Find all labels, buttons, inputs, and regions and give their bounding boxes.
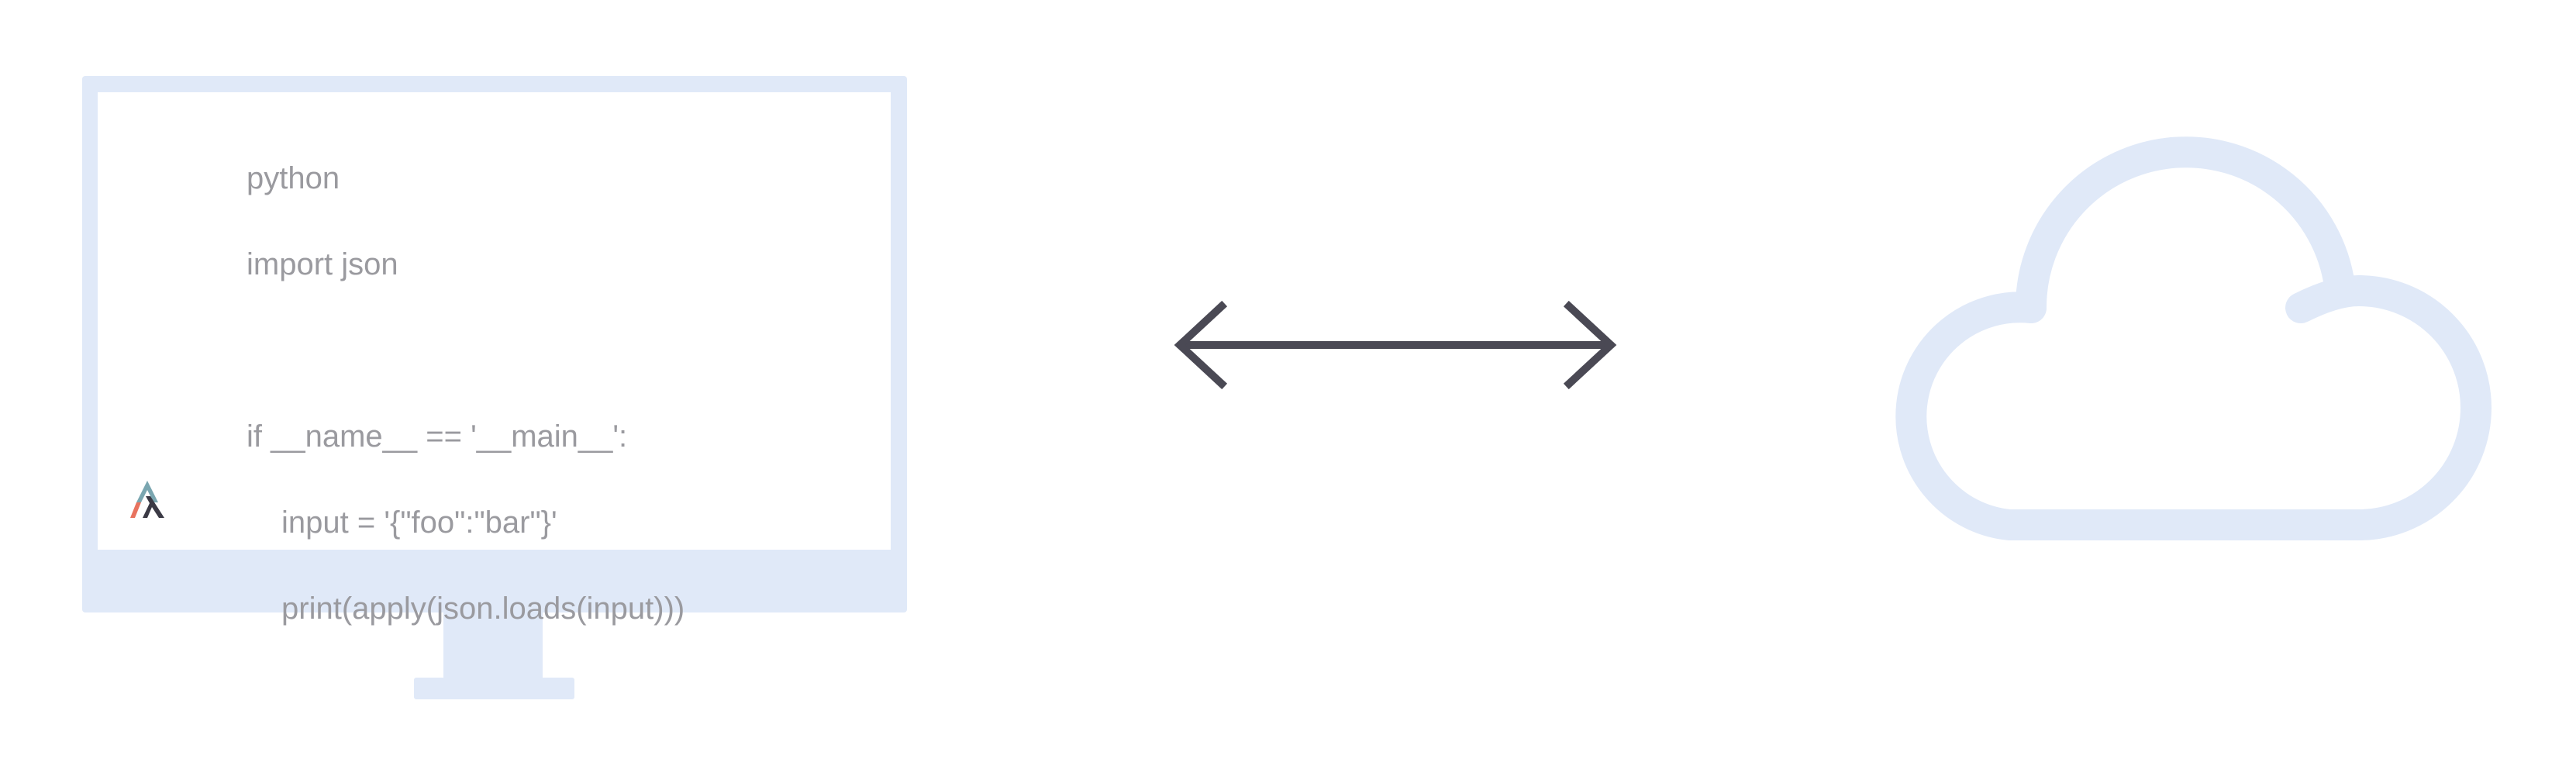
algorithmia-logo-icon [130,481,164,518]
code-line: if __name__ == '__main__': [247,419,628,454]
code-line: input = '{"foo":"bar"}' [281,505,557,540]
cloud-outline-icon [1895,136,2492,540]
code-snippet: python import json if __name__ == '__mai… [247,153,685,669]
monitor-screen [98,92,891,550]
code-line: import json [247,247,398,281]
code-line [247,325,685,376]
monitor-stand-base [414,678,574,699]
code-line: print(apply(json.loads(input))) [281,592,685,626]
code-line: python [247,161,340,195]
double-headed-arrow-icon [1174,300,1617,390]
monitor-stand-neck [443,605,543,679]
